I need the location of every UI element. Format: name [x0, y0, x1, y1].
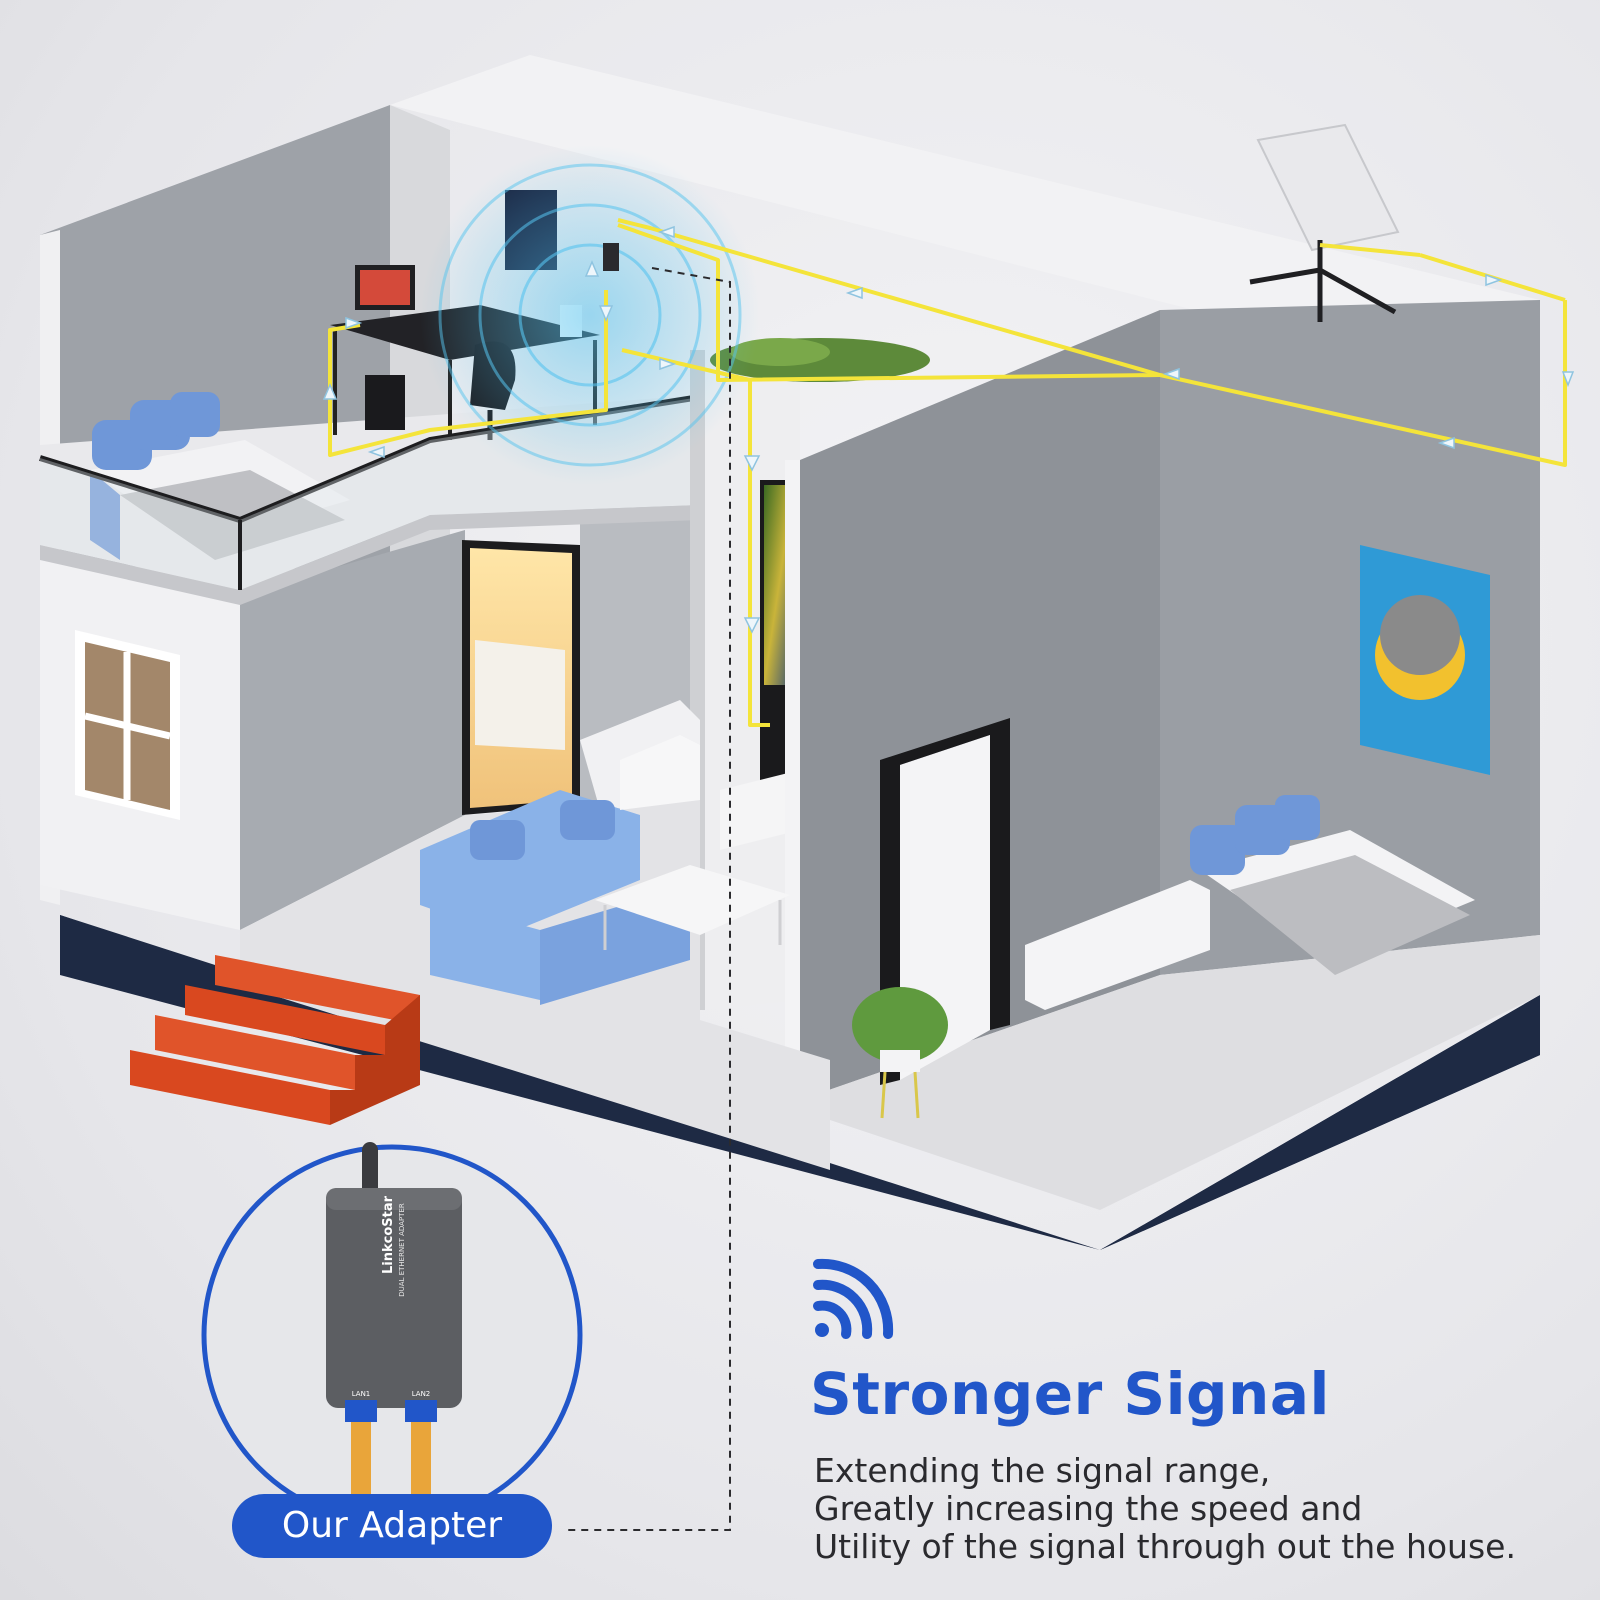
adapter-port-1: LAN1: [352, 1390, 371, 1398]
description-line-1: Extending the signal range,: [814, 1451, 1271, 1490]
living-room: [240, 700, 830, 1170]
right-room: [785, 300, 1540, 1210]
description-line-2: Greatly increasing the speed and: [814, 1489, 1363, 1528]
entry-stairs: [130, 955, 420, 1125]
adapter-callout: LinkcoStar DUAL ETHERNET ADAPTER LAN1 LA…: [201, 1142, 583, 1526]
router-wifi-glow: [420, 145, 760, 485]
ethernet-cable-route: [328, 218, 1567, 727]
exterior-window: [75, 630, 180, 820]
our-adapter-label: Our Adapter: [232, 1494, 552, 1558]
adapter-port-2: LAN2: [412, 1390, 431, 1398]
cable-flow-arrows: [322, 225, 1575, 634]
adapter-model: DUAL ETHERNET ADAPTER: [398, 1203, 406, 1297]
satellite-dish-icon: [1249, 123, 1400, 322]
callout-leader-line: [565, 267, 731, 1531]
headline-title: Stronger Signal: [810, 1360, 1330, 1428]
wifi-signal-icon: [813, 1258, 894, 1339]
adapter-brand: LinkcoStar: [381, 1195, 396, 1274]
description-line-3: Utility of the signal through out the ho…: [814, 1527, 1516, 1566]
description-text: Extending the signal range, Greatly incr…: [814, 1452, 1574, 1566]
